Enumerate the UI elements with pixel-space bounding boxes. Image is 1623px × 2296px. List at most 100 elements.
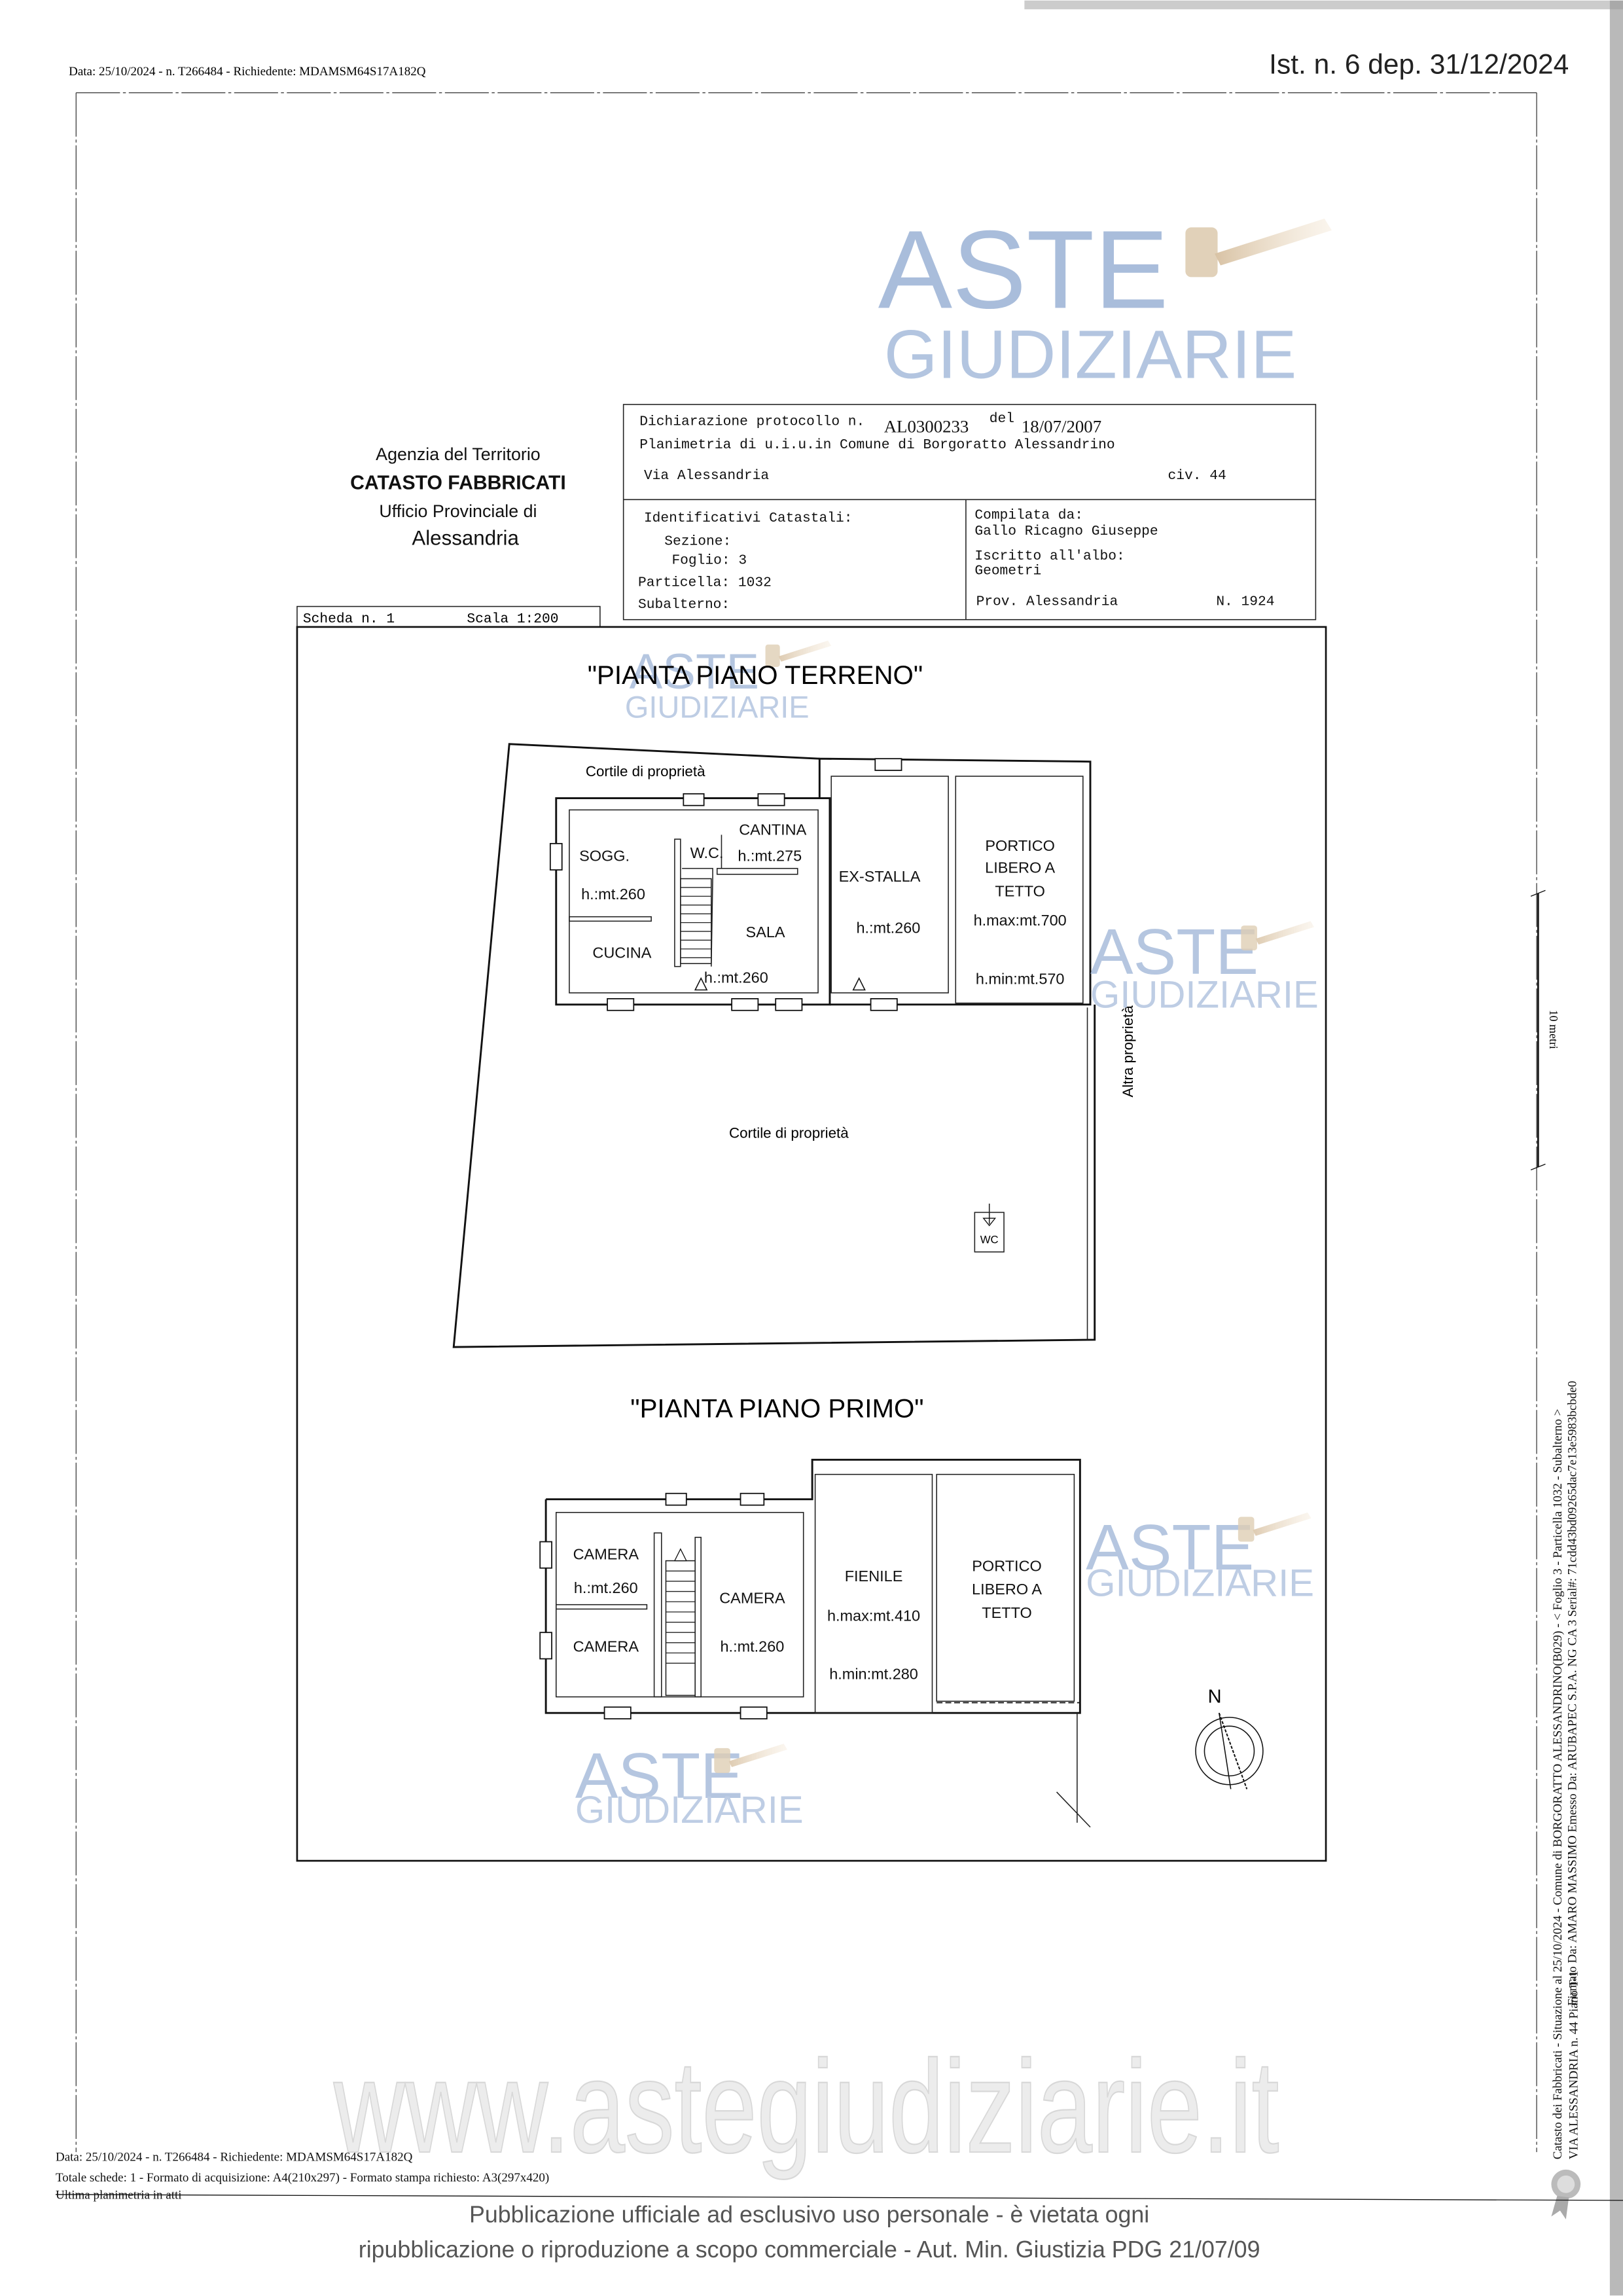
room-height: h.min:mt.570 xyxy=(976,971,1065,988)
svg-text:Prov. Alessandria: Prov. Alessandria xyxy=(976,594,1118,609)
svg-text:Gallo Ricagno Giuseppe: Gallo Ricagno Giuseppe xyxy=(974,524,1158,539)
window-marks xyxy=(549,758,902,1011)
footer-stamp: Data: 25/10/2024 - n. T266484 - Richiede… xyxy=(56,2150,549,2202)
room-label: SALA xyxy=(746,924,785,941)
svg-text:ASTE: ASTE xyxy=(1090,916,1258,988)
room-height: h.:mt.260 xyxy=(704,969,768,986)
room-label: CAMERA xyxy=(573,1545,639,1562)
svg-text:Sezione:: Sezione: xyxy=(664,534,731,550)
deposit-label: Ist. n. 6 dep. 31/12/2024 xyxy=(1269,50,1569,81)
room-label: TETTO xyxy=(982,1604,1032,1621)
outer-frame xyxy=(75,92,1537,2153)
svg-text:Agenzia del Territorio: Agenzia del Territorio xyxy=(376,444,541,464)
svg-text:N: N xyxy=(1208,1687,1222,1708)
room-label: PORTICO xyxy=(972,1557,1042,1574)
svg-text:Foglio: 3: Foglio: 3 xyxy=(671,553,747,569)
courtyard-label: Cortile di proprietà xyxy=(586,763,705,780)
first-floor-plan: "PIANTA PIANO PRIMO" CAMERA h.:mt.260 CA… xyxy=(539,1393,1091,1828)
aste-watermark-small: ASTE GIUDIZIARIE xyxy=(625,640,832,725)
room-label: EX-STALLA xyxy=(839,868,921,885)
room-label: CANTINA xyxy=(739,821,806,838)
svg-text:GIUDIZIARIE: GIUDIZIARIE xyxy=(884,317,1297,393)
site-watermark: www.astegiudiziarie.it xyxy=(333,2033,1279,2180)
svg-text:WC: WC xyxy=(980,1233,999,1246)
scale-bar: 10 metri xyxy=(1530,889,1560,1171)
room-label: TETTO xyxy=(995,882,1045,899)
svg-text:GIUDIZIARIE: GIUDIZIARIE xyxy=(1086,1562,1314,1604)
aste-watermark-small: ASTE GIUDIZIARIE xyxy=(1090,916,1319,1016)
svg-text:Scala 1:200: Scala 1:200 xyxy=(467,611,558,627)
svg-text:Dichiarazione protocollo n.: Dichiarazione protocollo n. xyxy=(639,414,865,429)
svg-text:Ufficio Provinciale di: Ufficio Provinciale di xyxy=(379,501,537,521)
svg-text:VIA ALESSANDRIA n. 44 Piano T-: VIA ALESSANDRIA n. 44 Piano T-1 xyxy=(1567,1971,1581,2159)
svg-text:Ultima planimetria in atti: Ultima planimetria in atti xyxy=(56,2189,182,2202)
svg-text:Scheda n. 1: Scheda n. 1 xyxy=(303,611,395,627)
svg-text:Data: 25/10/2024 - n. T266484: Data: 25/10/2024 - n. T266484 - Richiede… xyxy=(56,2150,413,2164)
room-label: CAMERA xyxy=(573,1638,639,1655)
room-height: h.:mt.260 xyxy=(581,886,645,903)
room-label: SOGG. xyxy=(579,848,630,865)
other-property-label: Altra proprietà xyxy=(1120,1005,1136,1098)
svg-text:del: del xyxy=(990,411,1014,427)
room-label: CAMERA xyxy=(719,1589,785,1606)
north-compass-icon: N xyxy=(1195,1687,1264,1789)
drawing-frame xyxy=(296,626,1327,1862)
svg-text:Alessandria: Alessandria xyxy=(412,527,519,550)
svg-text:Via Alessandria: Via Alessandria xyxy=(644,468,769,484)
room-label: FIENILE xyxy=(845,1568,903,1585)
side-stamp: Catasto dei Fabbricati - Situazione al 2… xyxy=(1551,1381,1581,2160)
svg-text:Identificativi Catastali:: Identificativi Catastali: xyxy=(644,511,853,526)
svg-text:Catasto dei Fabbricati - Situa: Catasto dei Fabbricati - Situazione al 2… xyxy=(1551,1409,1565,2160)
room-height: h.min:mt.280 xyxy=(829,1666,918,1683)
legal-notice-line-1: Pubblicazione ufficiale ad esclusivo uso… xyxy=(469,2201,1149,2227)
svg-text:AL0300233: AL0300233 xyxy=(884,416,969,436)
aste-watermark-small: ASTE GIUDIZIARIE xyxy=(575,1740,804,1831)
room-height: h.:mt.260 xyxy=(856,919,920,936)
header-stamp: Data: 25/10/2024 - n. T266484 - Richiede… xyxy=(69,65,426,79)
scan-top-shadow xyxy=(1024,0,1623,10)
room-label: W.C. xyxy=(690,844,724,861)
svg-text:N. 1924: N. 1924 xyxy=(1216,594,1274,609)
ground-floor-title: "PIANTA PIANO TERRENO" xyxy=(588,660,923,690)
svg-text:ASTE: ASTE xyxy=(878,207,1169,332)
agency-block: Agenzia del Territorio CATASTO FABBRICAT… xyxy=(350,444,566,550)
legal-notice-line-2: ripubblicazione o riproduzione a scopo c… xyxy=(359,2236,1260,2263)
first-floor-title: "PIANTA PIANO PRIMO" xyxy=(630,1393,923,1423)
svg-text:civ. 44: civ. 44 xyxy=(1168,468,1226,484)
seal-icon xyxy=(1551,2169,1581,2219)
svg-text:GIUDIZIARIE: GIUDIZIARIE xyxy=(575,1789,804,1831)
svg-text:Totale schede: 1 - Formato di: Totale schede: 1 - Formato di acquisizio… xyxy=(56,2171,549,2185)
svg-text:18/07/2007: 18/07/2007 xyxy=(1022,416,1101,436)
room-height: h.max:mt.410 xyxy=(827,1607,920,1624)
svg-text:CATASTO FABBRICATI: CATASTO FABBRICATI xyxy=(350,473,566,494)
svg-text:Geometri: Geometri xyxy=(974,563,1041,579)
svg-text:10 metri: 10 metri xyxy=(1547,1010,1560,1049)
scan-edge-shadow xyxy=(1609,0,1623,2296)
ground-floor-plan: "PIANTA PIANO TERRENO" xyxy=(452,660,1136,1348)
outdoor-wc: WC xyxy=(974,1203,1005,1253)
room-height: h.:mt.275 xyxy=(738,848,802,865)
room-height: h.:mt.260 xyxy=(721,1638,785,1655)
svg-text:Iscritto all'albo:: Iscritto all'albo: xyxy=(974,548,1124,564)
svg-text:Subalterno:: Subalterno: xyxy=(638,597,730,613)
svg-text:Firmato Da: AMARO MASSIMO Emes: Firmato Da: AMARO MASSIMO Emesso Da: ARU… xyxy=(1565,1381,1579,2006)
svg-text:Planimetria di u.i.u.in Comune: Planimetria di u.i.u.in Comune di Borgor… xyxy=(639,437,1115,453)
sheet-box: Scheda n. 1 Scala 1:200 xyxy=(296,605,601,628)
aste-watermark-small: ASTE GIUDIZIARIE xyxy=(1086,1511,1314,1604)
room-label: PORTICO xyxy=(985,837,1054,854)
svg-text:GIUDIZIARIE: GIUDIZIARIE xyxy=(625,690,810,725)
svg-text:ASTE: ASTE xyxy=(630,644,760,700)
courtyard-label: Cortile di proprietà xyxy=(729,1124,849,1141)
declaration-box: Dichiarazione protocollo n. AL0300233 de… xyxy=(622,404,1317,620)
room-label: LIBERO A xyxy=(972,1581,1042,1598)
room-height: h.:mt.260 xyxy=(574,1579,638,1596)
room-label: CUCINA xyxy=(592,944,651,961)
svg-text:Particella: 1032: Particella: 1032 xyxy=(638,575,772,590)
aste-watermark-logo: ASTE GIUDIZIARIE xyxy=(878,207,1332,393)
svg-text:GIUDIZIARIE: GIUDIZIARIE xyxy=(1090,973,1319,1016)
room-label: LIBERO A xyxy=(985,859,1055,876)
room-height: h.max:mt.700 xyxy=(974,912,1067,929)
svg-text:ASTE: ASTE xyxy=(1086,1511,1254,1583)
svg-text:Compilata da:: Compilata da: xyxy=(974,507,1083,523)
